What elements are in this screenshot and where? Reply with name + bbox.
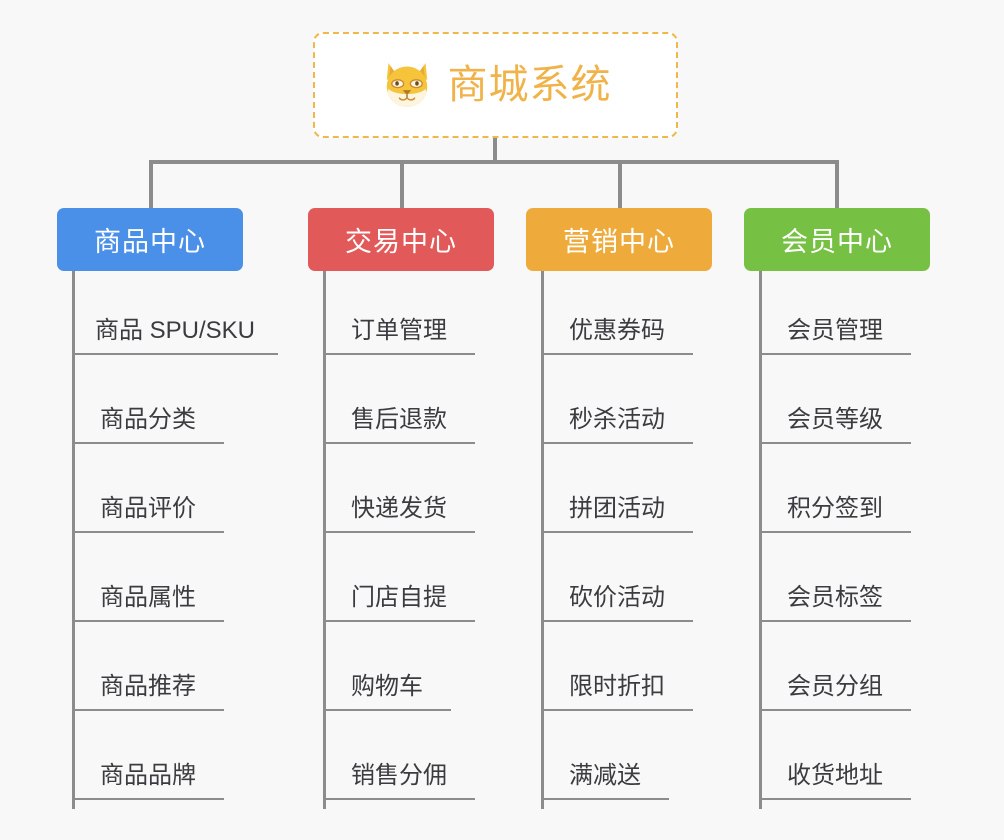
leaf-item[interactable]: 订单管理 bbox=[323, 266, 475, 355]
leaf-label: 会员分组 bbox=[787, 673, 883, 700]
leaf-label: 门店自提 bbox=[351, 584, 447, 611]
leaf-label: 售后退款 bbox=[351, 406, 447, 433]
leaf-item[interactable]: 收货地址 bbox=[759, 711, 911, 800]
leaf-label: 拼团活动 bbox=[569, 495, 665, 522]
leaf-item[interactable]: 秒杀活动 bbox=[541, 355, 693, 444]
leaf-item[interactable]: 售后退款 bbox=[323, 355, 475, 444]
leaf-label: 购物车 bbox=[351, 673, 423, 700]
leaf-item[interactable]: 购物车 bbox=[323, 622, 451, 711]
leaf-item[interactable]: 拼团活动 bbox=[541, 444, 693, 533]
leaf-item[interactable]: 商品分类 bbox=[72, 355, 224, 444]
leaf-label: 商品属性 bbox=[100, 584, 196, 611]
branch-header-label: 营销中心 bbox=[563, 227, 675, 257]
leaf-item[interactable]: 会员标签 bbox=[759, 533, 911, 622]
branch-drop-1 bbox=[149, 160, 153, 208]
leaf-label: 会员管理 bbox=[787, 317, 883, 344]
leaf-label: 积分签到 bbox=[787, 495, 883, 522]
leaf-item[interactable]: 会员分组 bbox=[759, 622, 911, 711]
leaf-item[interactable]: 限时折扣 bbox=[541, 622, 693, 711]
leaf-item[interactable]: 优惠券码 bbox=[541, 266, 693, 355]
branch-header-2[interactable]: 交易中心 bbox=[308, 208, 494, 271]
leaf-label: 商品 SPU/SKU bbox=[94, 317, 256, 344]
leaf-label: 会员等级 bbox=[787, 406, 883, 433]
leaf-item[interactable]: 商品评价 bbox=[72, 444, 224, 533]
root-node[interactable]: 商城系统 bbox=[313, 32, 678, 138]
branch-spine-3 bbox=[541, 271, 544, 809]
branch-header-label: 商品中心 bbox=[94, 227, 206, 257]
leaf-label: 满减送 bbox=[569, 762, 641, 789]
leaf-label: 商品品牌 bbox=[100, 762, 196, 789]
leaf-label: 快递发货 bbox=[351, 495, 447, 522]
branch-header-4[interactable]: 会员中心 bbox=[744, 208, 930, 271]
branch-drop-2 bbox=[400, 160, 404, 208]
leaf-label: 商品推荐 bbox=[100, 673, 196, 700]
leaf-label: 订单管理 bbox=[351, 317, 447, 344]
leaf-label: 商品评价 bbox=[100, 495, 196, 522]
leaf-label: 限时折扣 bbox=[569, 673, 665, 700]
branch-spine-2 bbox=[323, 271, 326, 809]
leaf-label: 销售分佣 bbox=[351, 762, 447, 789]
leaf-label: 砍价活动 bbox=[569, 584, 665, 611]
leaf-item[interactable]: 砍价活动 bbox=[541, 533, 693, 622]
leaf-item[interactable]: 商品 SPU/SKU bbox=[72, 266, 278, 355]
leaf-label: 秒杀活动 bbox=[569, 406, 665, 433]
leaf-item[interactable]: 会员等级 bbox=[759, 355, 911, 444]
branch-spine-4 bbox=[759, 271, 762, 809]
branch-header-3[interactable]: 营销中心 bbox=[526, 208, 712, 271]
leaf-item[interactable]: 销售分佣 bbox=[323, 711, 475, 800]
branch-header-1[interactable]: 商品中心 bbox=[57, 208, 243, 271]
branch-spine-1 bbox=[72, 271, 75, 809]
leaf-item[interactable]: 门店自提 bbox=[323, 533, 475, 622]
branch-drop-4 bbox=[835, 160, 839, 208]
shiba-dog-face-icon bbox=[386, 63, 427, 107]
root-title: 商城系统 bbox=[447, 63, 612, 107]
leaf-label: 商品分类 bbox=[100, 406, 196, 433]
leaf-item[interactable]: 商品属性 bbox=[72, 533, 224, 622]
leaf-item[interactable]: 商品推荐 bbox=[72, 622, 224, 711]
leaf-item[interactable]: 会员管理 bbox=[759, 266, 911, 355]
leaf-item[interactable]: 快递发货 bbox=[323, 444, 475, 533]
branch-header-label: 会员中心 bbox=[781, 227, 893, 257]
leaf-item[interactable]: 积分签到 bbox=[759, 444, 911, 533]
leaf-label: 会员标签 bbox=[787, 584, 883, 611]
leaf-label: 优惠券码 bbox=[569, 317, 665, 344]
trunk-connector bbox=[493, 138, 497, 164]
branch-header-label: 交易中心 bbox=[345, 227, 457, 257]
leaf-item[interactable]: 商品品牌 bbox=[72, 711, 224, 800]
leaf-label: 收货地址 bbox=[787, 762, 883, 789]
branch-drop-3 bbox=[618, 160, 622, 208]
leaf-item[interactable]: 满减送 bbox=[541, 711, 669, 800]
bus-connector bbox=[149, 160, 837, 164]
